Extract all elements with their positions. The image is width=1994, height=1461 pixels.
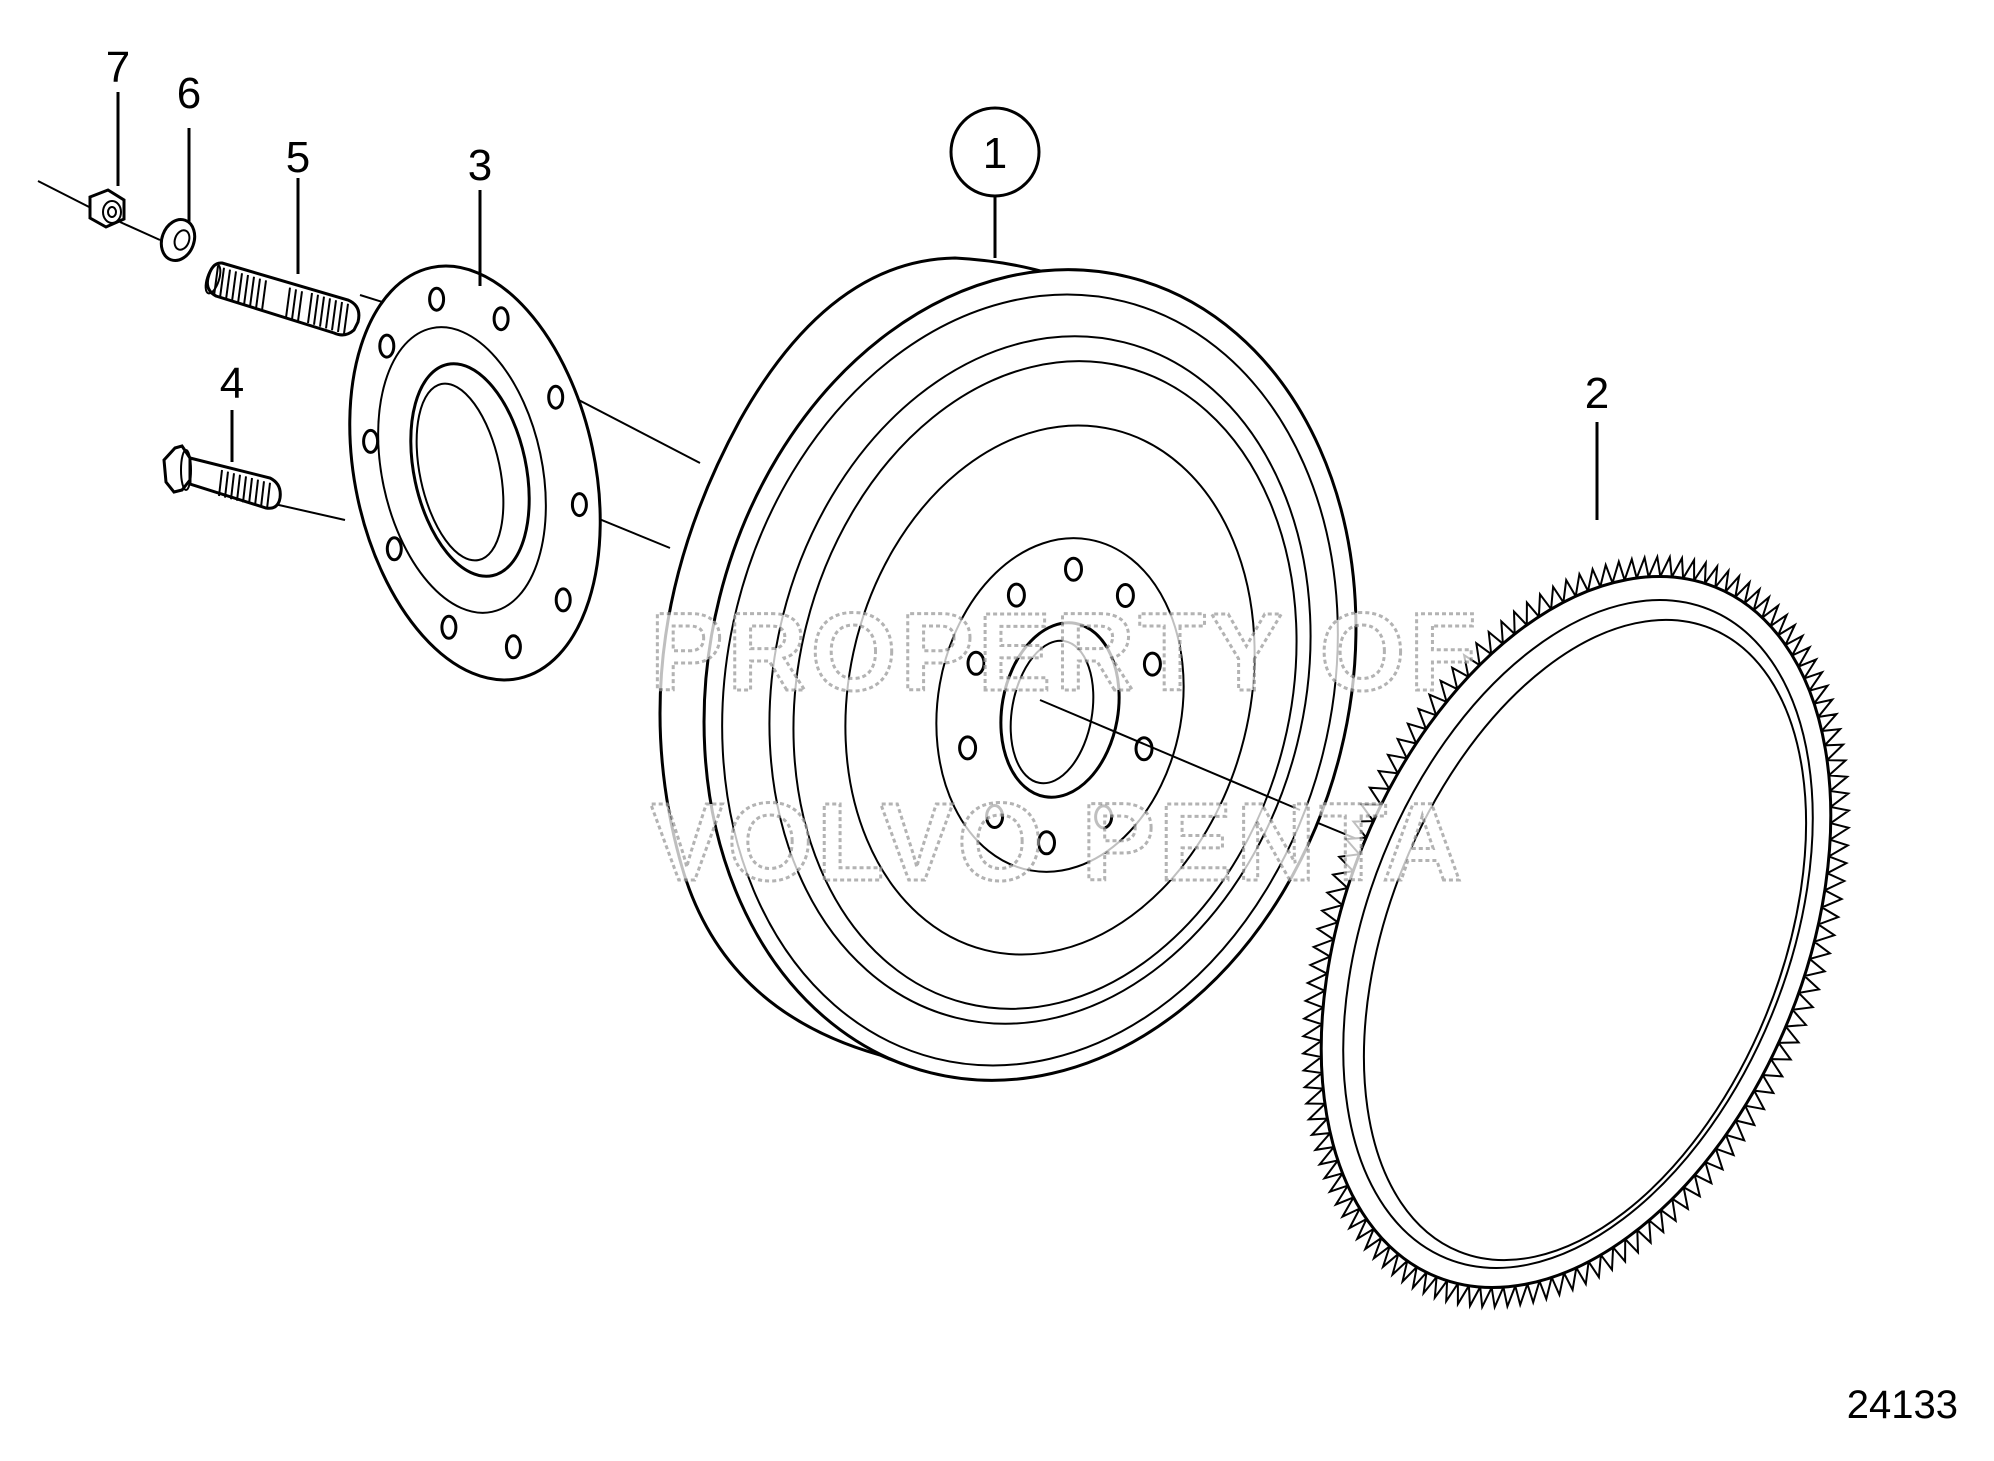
watermark-line-1: PROPERTY OF [650,591,1480,714]
callout-3: 3 [468,141,492,190]
callout-7: 7 [106,43,130,92]
callout-1: 1 [983,129,1007,178]
callout-4: 4 [220,359,244,408]
stud-part [204,261,361,337]
watermark: PROPERTY OF VOLVO PENTA [649,590,1480,906]
figure-number: 24133 [1847,1383,1958,1427]
callout-5: 5 [286,133,310,182]
watermark-line-2: VOLVO PENTA [650,781,1466,904]
flange-bolt-part [162,444,282,510]
nut-part [88,188,126,229]
flywheel-axis-line [1039,699,1301,811]
callout-1-circle [949,106,1041,198]
callout-6: 6 [177,69,201,118]
leader-lines [116,92,1599,520]
ring-gear-part [1300,553,1852,1311]
callout-2: 2 [1585,369,1609,418]
flange-plate-part [348,264,602,682]
callout-labels: 1 2 3 4 5 6 7 [106,43,1609,418]
flywheel-part [658,256,1358,1082]
washer-part [159,218,197,262]
